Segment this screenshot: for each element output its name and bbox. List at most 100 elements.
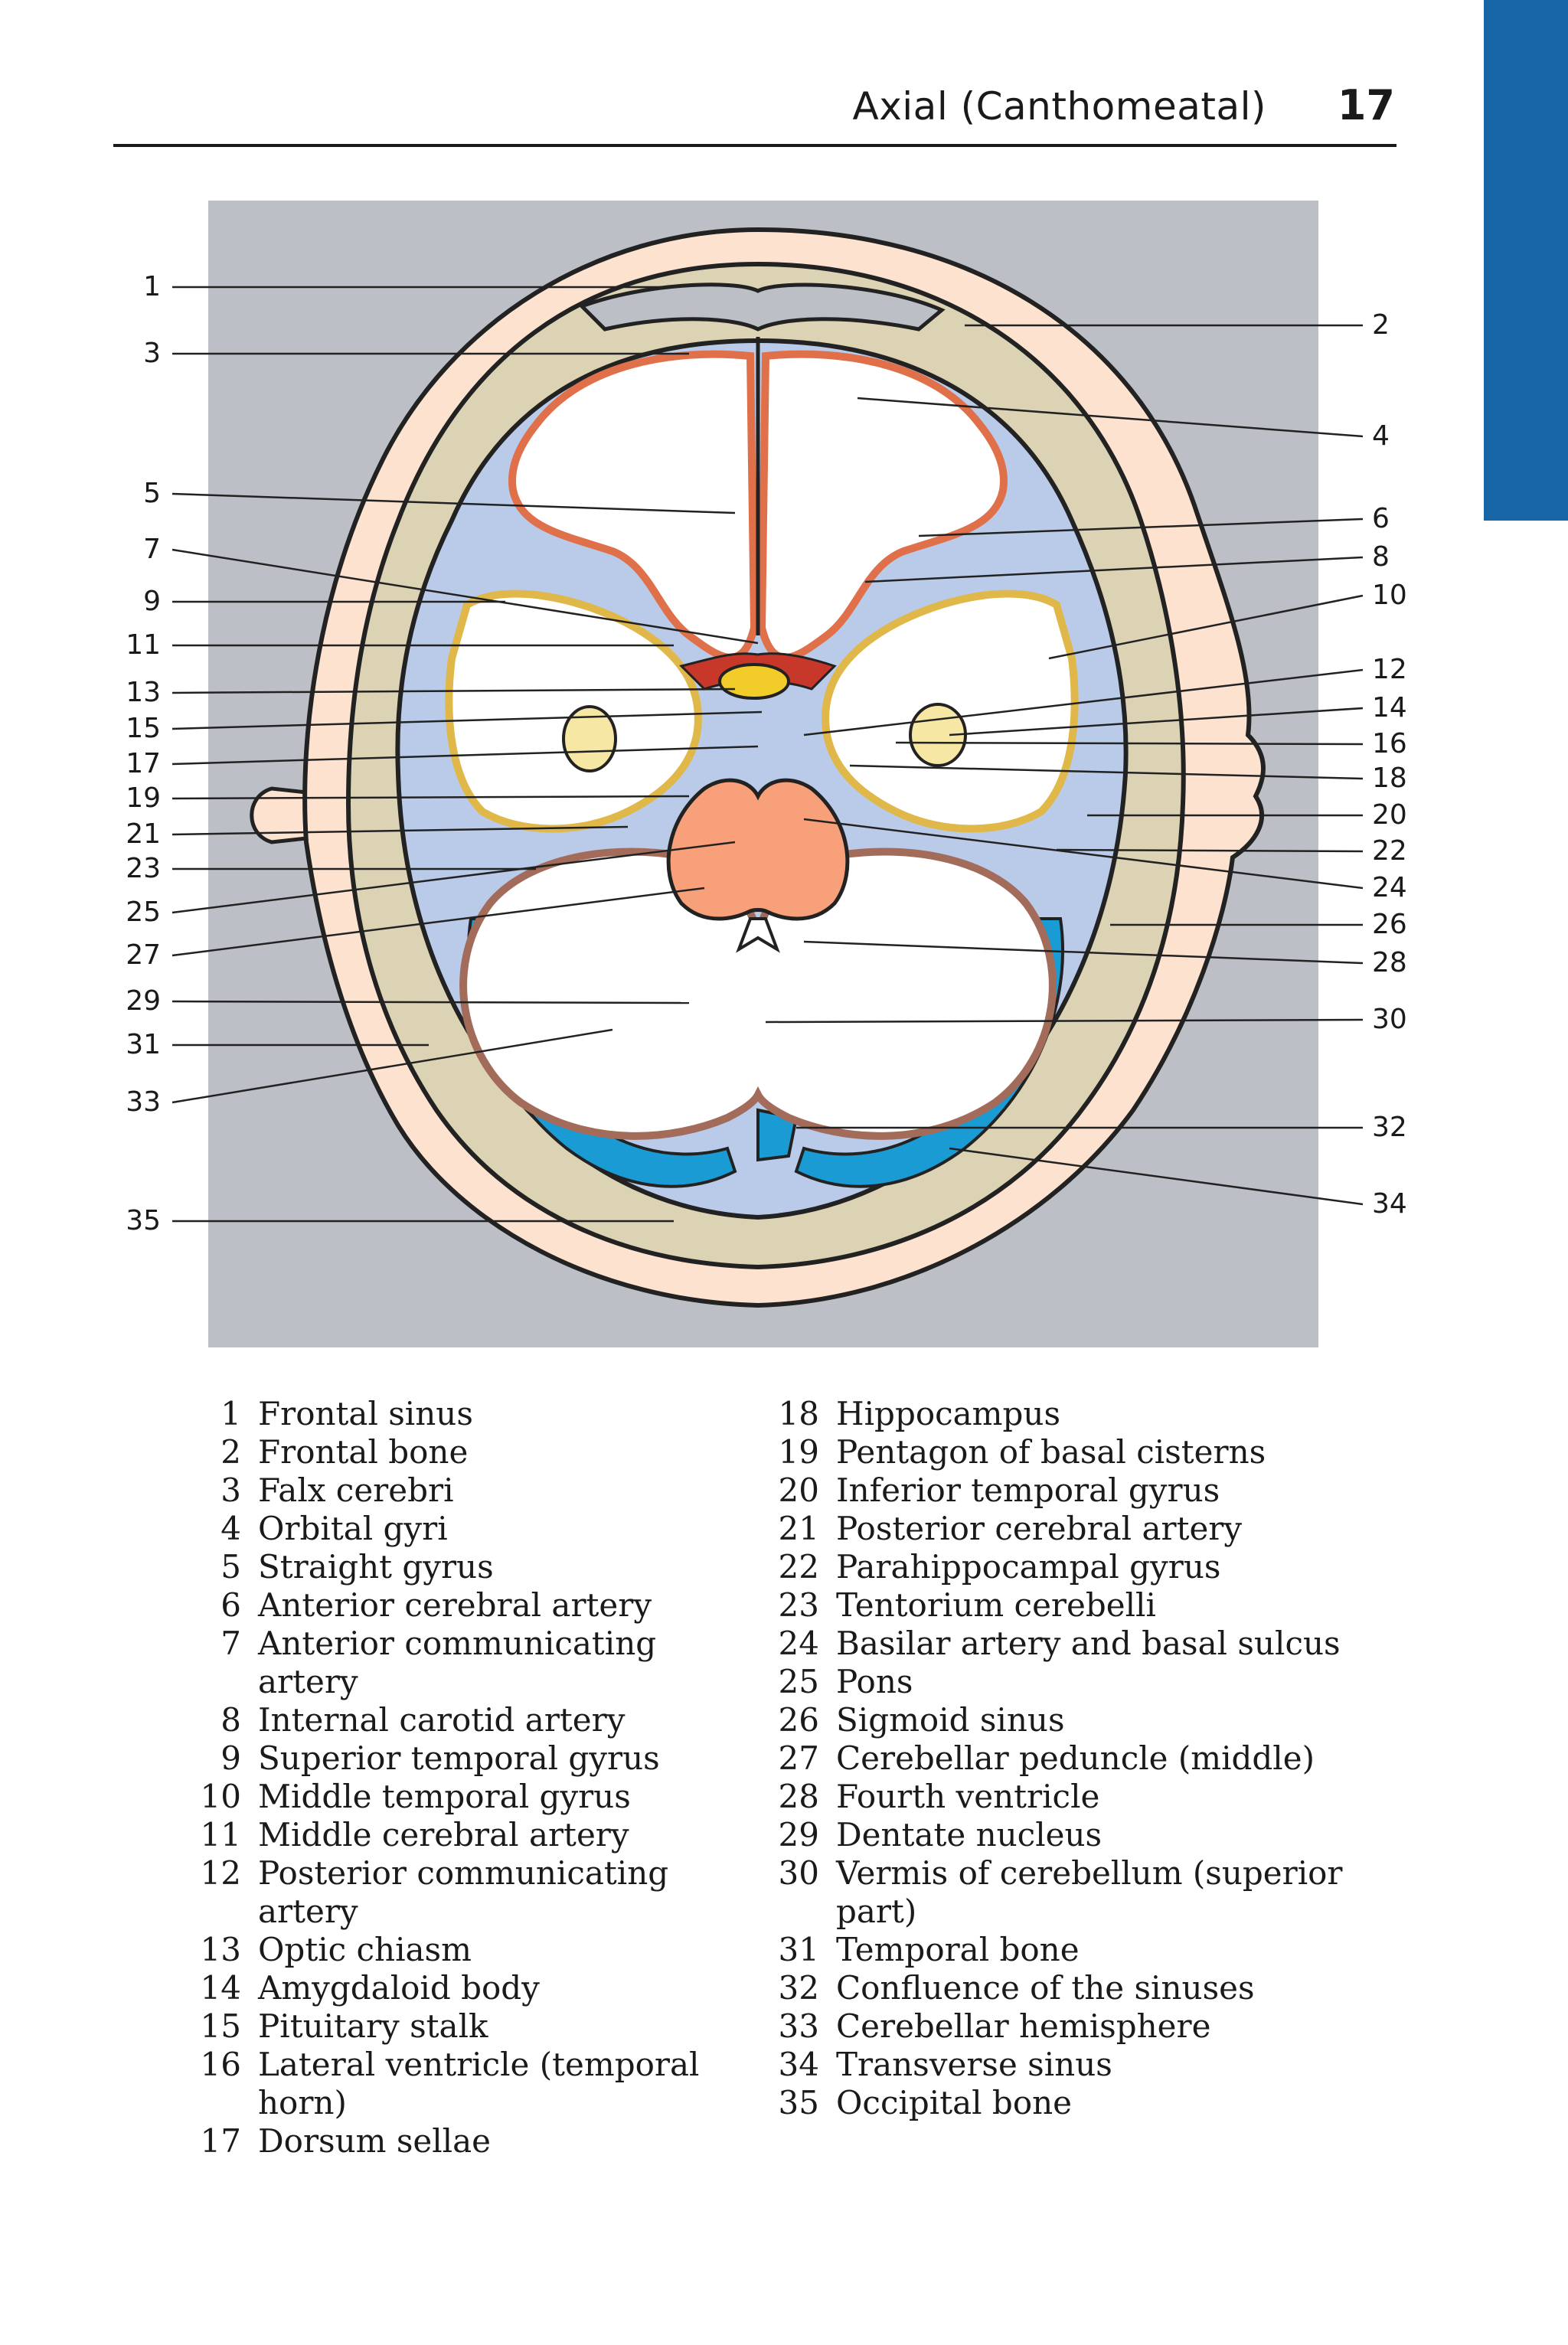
- legend-number: 21: [778, 1510, 819, 1547]
- callout-number-12: 12: [1372, 654, 1407, 685]
- legend-number: 28: [778, 1778, 819, 1815]
- legend-number: 3: [220, 1471, 241, 1509]
- legend-number: 9: [220, 1739, 241, 1777]
- legend-text: Tentorium cerebelli: [836, 1586, 1156, 1624]
- callout-number-8: 8: [1372, 541, 1390, 573]
- leader-line-19: [172, 795, 690, 800]
- legend-text: Confluence of the sinuses: [836, 1969, 1255, 2007]
- callout-number-22: 22: [1372, 835, 1407, 867]
- legend-text: Posterior cerebral artery: [836, 1510, 1243, 1547]
- callout-number-27: 27: [126, 939, 161, 971]
- leader-line-6: [918, 518, 1364, 537]
- axial-section-illustration: [172, 201, 1364, 1347]
- legend-column-1: 1 Frontal sinus 2 Frontal bone 3 Falx cerebri…: [195, 1395, 762, 2160]
- legend-number: 7: [220, 1625, 241, 1662]
- legend-number: 26: [778, 1701, 819, 1739]
- legend-item: 20 Inferior temporal gyrus: [773, 1471, 1355, 1510]
- legend-number: 8: [220, 1701, 241, 1739]
- chapter-tab: [1484, 0, 1568, 521]
- legend-number: 27: [778, 1739, 819, 1777]
- callout-number-32: 32: [1372, 1112, 1407, 1143]
- callout-number-29: 29: [126, 985, 161, 1017]
- legend-text: Dentate nucleus: [836, 1816, 1102, 1853]
- temporal-lobe-left: [445, 590, 702, 833]
- leader-line-33: [172, 1028, 613, 1104]
- legend-number: 23: [778, 1586, 819, 1624]
- optic-chiasm: [718, 663, 790, 700]
- legend-number: 1: [220, 1395, 241, 1432]
- callout-number-5: 5: [143, 478, 161, 509]
- leader-line-18: [849, 764, 1364, 780]
- leader-line-14: [949, 707, 1364, 736]
- legend-number: 24: [778, 1625, 819, 1662]
- callout-number-9: 9: [143, 586, 161, 617]
- leader-line-7: [172, 548, 759, 645]
- legend-item: 21 Posterior cerebral artery: [773, 1510, 1355, 1548]
- legend-number: 14: [200, 1969, 241, 2007]
- legend-number: 11: [200, 1816, 241, 1853]
- page-number: 17: [1337, 81, 1395, 129]
- legend-text: Occipital bone: [836, 2084, 1073, 2121]
- legend-item: 23 Tentorium cerebelli: [773, 1586, 1355, 1625]
- legend-number: 5: [220, 1548, 241, 1586]
- leader-lines: [172, 286, 1364, 1223]
- leader-line-12: [803, 668, 1364, 736]
- legend-text: Anterior communicating artery: [258, 1625, 657, 1700]
- amygdaloid-body-right: [909, 703, 967, 767]
- legend-item: 1 Frontal sinus: [195, 1395, 762, 1433]
- leader-line-4: [857, 397, 1364, 438]
- leader-line-16: [895, 741, 1364, 746]
- legend-item: 35 Occipital bone: [773, 2084, 1355, 2122]
- ear-left: [250, 786, 309, 844]
- legend-number: 18: [778, 1395, 819, 1432]
- legend-text: Lateral ventricle (temporal horn): [258, 2046, 700, 2121]
- legend-number: 35: [778, 2084, 819, 2121]
- legend-text: Pentagon of basal cisterns: [836, 1433, 1266, 1471]
- legend-text: Orbital gyri: [258, 1510, 448, 1547]
- legend-number: 31: [778, 1931, 819, 1968]
- leader-line-15: [172, 710, 763, 730]
- leader-line-30: [765, 1018, 1364, 1024]
- legend-number: 4: [220, 1510, 241, 1547]
- callout-number-31: 31: [126, 1029, 161, 1060]
- page-header: Axial (Canthomeatal) 17: [113, 77, 1396, 147]
- legend-text: Straight gyrus: [258, 1548, 494, 1586]
- legend-text: Basilar artery and basal sulcus: [836, 1625, 1341, 1662]
- legend-number: 2: [220, 1433, 241, 1471]
- callout-number-3: 3: [143, 338, 161, 369]
- legend-text: Frontal sinus: [258, 1395, 473, 1432]
- legend-text: Posterior communicating artery: [258, 1854, 669, 1930]
- leader-line-34: [949, 1147, 1364, 1206]
- leader-line-27: [172, 887, 705, 957]
- legend-text: Middle temporal gyrus: [258, 1778, 631, 1815]
- legend-text: Pituitary stalk: [258, 2007, 488, 2045]
- legend-text: Frontal bone: [258, 1433, 469, 1471]
- callout-number-19: 19: [126, 782, 161, 814]
- legend-text: Falx cerebri: [258, 1471, 454, 1509]
- leader-line-24: [803, 818, 1364, 890]
- leader-line-13: [172, 687, 736, 694]
- callout-number-16: 16: [1372, 728, 1407, 759]
- legend-number: 30: [778, 1854, 819, 1892]
- callout-number-7: 7: [143, 534, 161, 565]
- legend-text: Inferior temporal gyrus: [836, 1471, 1220, 1509]
- legend-text: Cerebellar hemisphere: [836, 2007, 1211, 2045]
- legend-item: 2 Frontal bone: [195, 1433, 762, 1471]
- legend-number: 20: [778, 1471, 819, 1509]
